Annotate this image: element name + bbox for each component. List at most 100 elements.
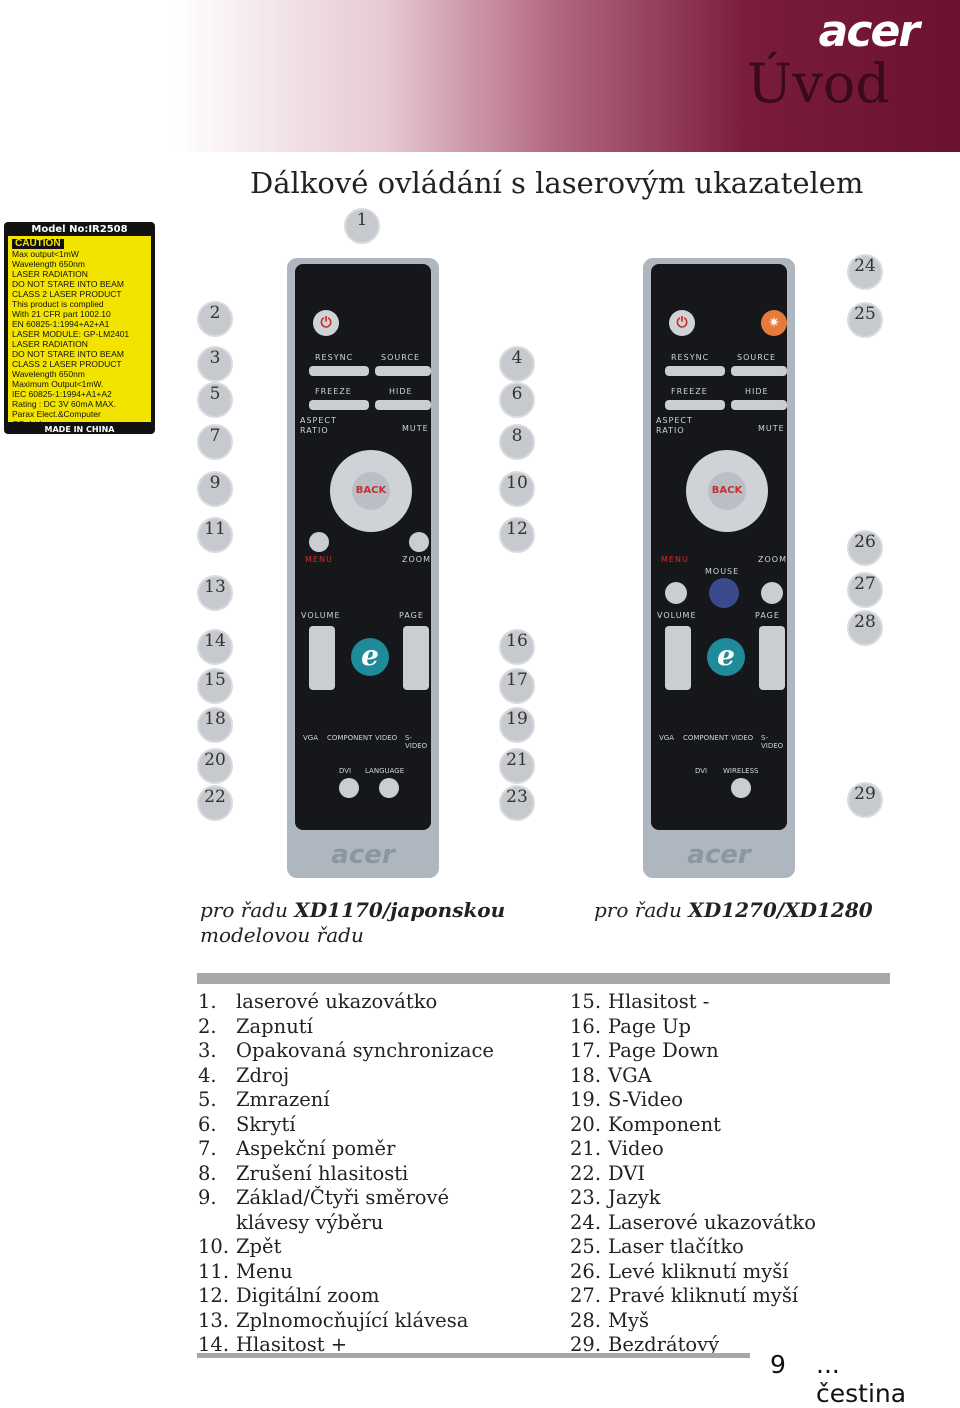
legend-item: 21.Video <box>570 1137 910 1162</box>
wireless-button <box>731 778 751 798</box>
remote-brand: acer <box>331 840 395 870</box>
legend-text: Pravé kliknutí myší <box>608 1284 799 1307</box>
power-icon: ⏻ <box>669 310 695 336</box>
label-caution: CAUTION <box>12 239 64 249</box>
key-zoom: ZOOM <box>402 555 431 564</box>
legend-number: 17. <box>570 1039 602 1062</box>
legend-text: Zmrazení <box>236 1088 330 1111</box>
dvi-button <box>339 778 359 798</box>
legend-text: klávesy výběru <box>236 1210 384 1234</box>
callout-20: 20 <box>197 748 233 784</box>
hide-button <box>731 400 787 410</box>
legend-text: Zpět <box>236 1235 282 1258</box>
legend-item: 4.Zdroj <box>198 1064 558 1089</box>
legend-number: 22. <box>570 1161 602 1185</box>
callout-6: 6 <box>499 382 535 418</box>
legend-text: Menu <box>236 1259 293 1283</box>
callout-27: 27 <box>847 572 883 608</box>
key-dvi: DVI <box>695 767 708 775</box>
legend-text: Page Up <box>608 1014 692 1038</box>
key-volume: VOLUME <box>301 611 341 620</box>
callout-14: 14 <box>197 629 233 665</box>
callout-11: 11 <box>197 517 233 553</box>
label-line: CLASS 2 LASER PRODUCT <box>12 289 122 299</box>
legend-text: Skrytí <box>236 1112 296 1136</box>
key-component: COMPONENT <box>683 734 729 742</box>
label-line: Parax Elect.&Computer <box>12 409 101 419</box>
menu-button <box>309 532 329 552</box>
callout-18: 18 <box>197 707 233 743</box>
legend-item: 14.Hlasitost + <box>198 1333 558 1358</box>
key-wireless: WIRELESS <box>723 767 759 775</box>
legend-number: 7. <box>198 1137 217 1160</box>
remote-face: ⏻ RESYNC SOURCE FREEZE HIDE ASPECT RATIO… <box>295 264 431 830</box>
freeze-button <box>309 400 369 410</box>
label-line: Maximum Output<1mW. <box>12 379 104 389</box>
section-title: Úvod <box>746 52 890 115</box>
back-button: BACK <box>352 472 390 510</box>
callout-28: 28 <box>847 610 883 646</box>
legend-item: 9.Základ/Čtyři směrové <box>198 1186 558 1211</box>
legend-number: 16. <box>570 1014 602 1038</box>
legend-item: 18.VGA <box>570 1064 910 1089</box>
legend-number: 24. <box>570 1210 602 1234</box>
label-line: DO NOT STARE INTO BEAM <box>12 349 124 359</box>
key-source: SOURCE <box>381 353 421 362</box>
callout-1: 1 <box>344 208 380 244</box>
legend-number: 19. <box>570 1088 602 1111</box>
key-hide: HIDE <box>389 387 413 396</box>
legend-text: Zplnomocňující klávesa <box>236 1308 469 1332</box>
callout-8: 8 <box>499 424 535 460</box>
label-line: Rating : DC 3V 60mA MAX. <box>12 399 116 409</box>
page-rocker <box>759 626 785 690</box>
legend-item: 1.laserové ukazovátko <box>198 990 558 1015</box>
legend-number: 29. <box>570 1333 602 1356</box>
legend-item: 7. Aspekční poměr <box>198 1137 558 1162</box>
legend-number: 21. <box>570 1137 602 1160</box>
legend-number: 20. <box>570 1112 602 1136</box>
callout-7: 7 <box>197 424 233 460</box>
header-banner: acer Úvod <box>0 0 960 152</box>
key-svideo: S-VIDEO <box>761 734 784 750</box>
key-menu: MENU <box>305 555 333 564</box>
label-line: With 21 CFR part 1002.10 <box>12 309 111 319</box>
legend-text: Myš <box>608 1308 649 1332</box>
remote-xd1170: ⏻ RESYNC SOURCE FREEZE HIDE ASPECT RATIO… <box>287 258 439 878</box>
legend-text: Bezdrátový <box>608 1333 720 1356</box>
caption-left-prefix: pro řadu <box>200 898 295 922</box>
callout-13: 13 <box>197 575 233 611</box>
legend-number: 8. <box>198 1161 217 1185</box>
legend-text: Základ/Čtyři směrové <box>236 1186 450 1209</box>
hide-button <box>375 400 431 410</box>
callout-19: 19 <box>499 707 535 743</box>
volume-rocker <box>665 626 691 690</box>
key-dvi: DVI <box>339 767 352 775</box>
key-mute: MUTE <box>402 424 429 433</box>
remote-xd1270: ⏻ ✷ RESYNC SOURCE FREEZE HIDE ASPECT RAT… <box>643 258 795 878</box>
key-source: SOURCE <box>737 353 777 362</box>
key-page: PAGE <box>755 611 780 620</box>
legend-number: 25. <box>570 1235 602 1258</box>
legend-text: Aspekční poměr <box>236 1137 396 1160</box>
key-language: LANGUAGE <box>365 767 405 775</box>
callout-25: 25 <box>847 302 883 338</box>
legend-item: 24.Laserové ukazovátko <box>570 1211 910 1236</box>
back-button: BACK <box>708 472 746 510</box>
key-hide: HIDE <box>745 387 769 396</box>
key-component: COMPONENT <box>327 734 373 742</box>
legend-number: 4. <box>198 1063 217 1087</box>
key-resync: RESYNC <box>671 353 710 362</box>
legend-item: 27. Pravé kliknutí myší <box>570 1284 910 1309</box>
key-video: VIDEO <box>375 734 398 742</box>
callout-10: 10 <box>499 471 535 507</box>
key-aspect: ASPECT RATIO <box>300 416 337 435</box>
legend-number: 27. <box>570 1284 602 1307</box>
power-icon: ⏻ <box>313 310 339 336</box>
callout-5: 5 <box>197 382 233 418</box>
laser-icon: ✷ <box>761 310 787 336</box>
key-aspect: ASPECT RATIO <box>656 416 693 435</box>
legend-number: 28. <box>570 1308 602 1332</box>
volume-rocker <box>309 626 335 690</box>
